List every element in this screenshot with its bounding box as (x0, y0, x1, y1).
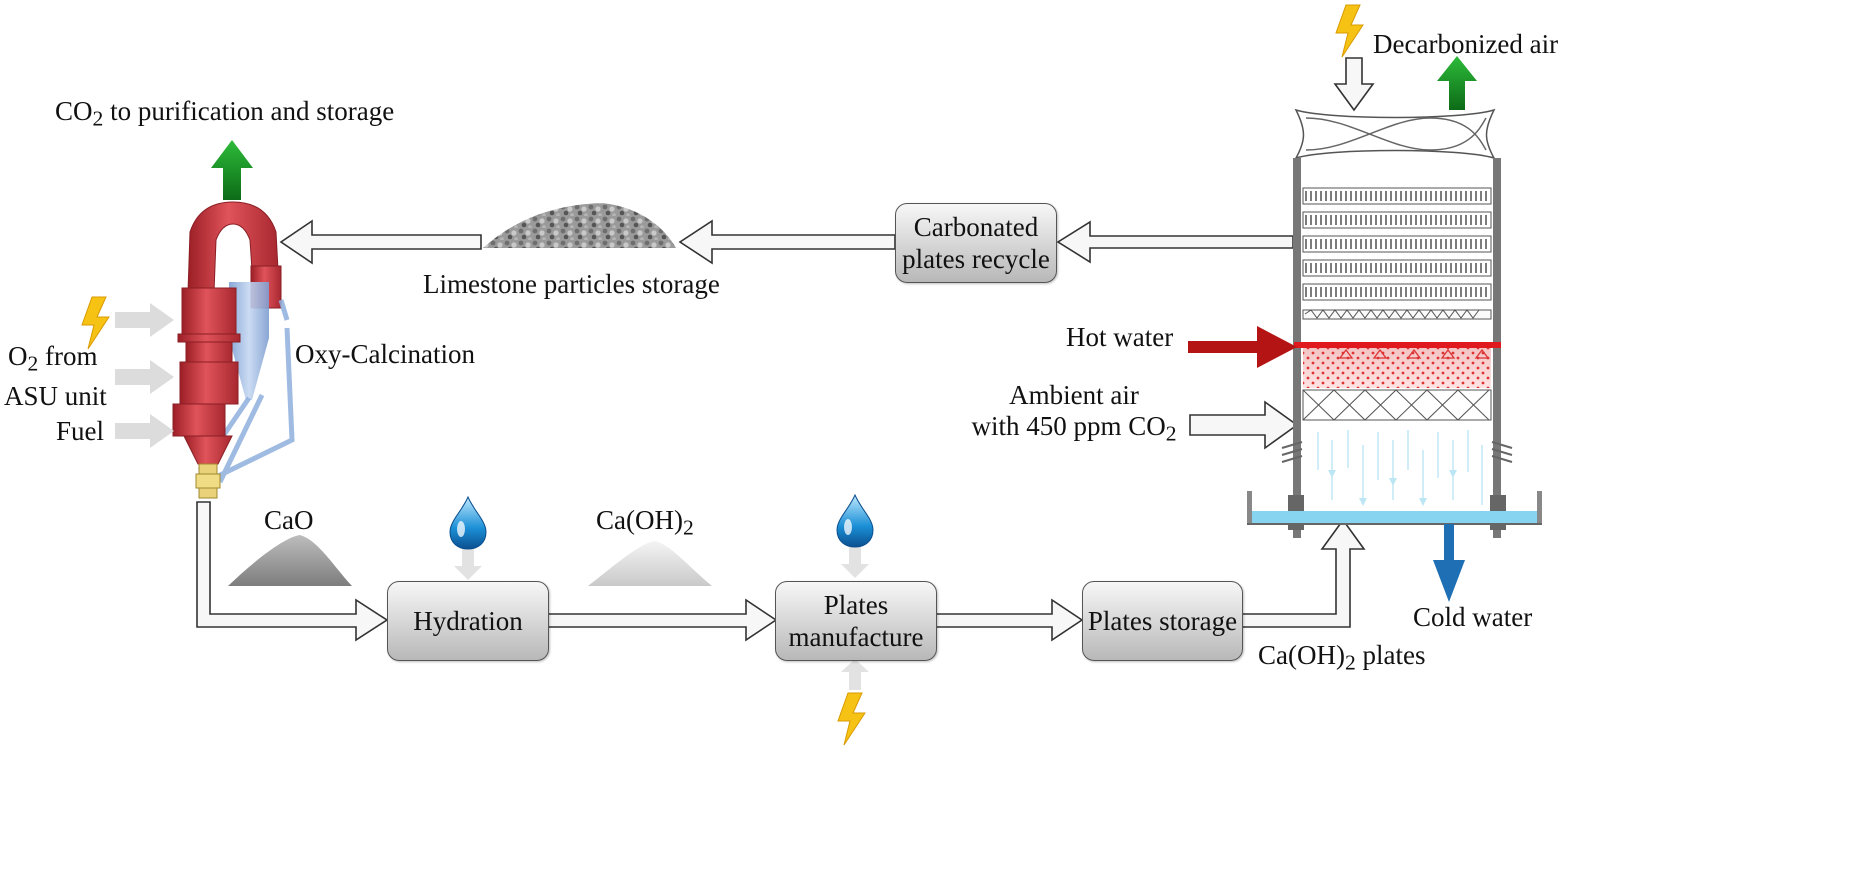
flow-arrow-recycle-to-limestone (678, 219, 896, 265)
co2-output-label: CO2 to purification and storage (55, 96, 395, 131)
flow-arrow-manufacture-to-storage (934, 598, 1084, 642)
lightning-bolt-icon (837, 692, 866, 746)
flow-arrow-limestone-to-calciner (279, 219, 482, 265)
hot-water-label: Hot water (1066, 322, 1174, 352)
fuel-label: Fuel (56, 416, 105, 446)
hydration-box: Hydration (387, 581, 549, 661)
flow-arrow-hydration-to-manufacture (547, 598, 778, 642)
calciner (115, 140, 295, 499)
limestone-storage-label: Limestone particles storage (423, 269, 720, 299)
decarbonized-air-label: Decarbonized air (1373, 29, 1559, 59)
limestone-pile (483, 203, 676, 248)
flow-arrow-storage-to-tower (1240, 518, 1366, 628)
cao-pile (228, 535, 352, 586)
blue-down-arrow-icon (1433, 524, 1465, 602)
oxy-calcination-label: Oxy-Calcination (295, 339, 475, 369)
cold-water-label: Cold water (1413, 602, 1533, 632)
caoh2-pile (588, 541, 712, 586)
red-arrow-icon (1188, 326, 1297, 368)
cao-label: CaO (264, 505, 314, 535)
caoh2-plates-label: Ca(OH)2 plates (1258, 640, 1426, 675)
flow-arrow-tower-to-recycle (1056, 220, 1294, 264)
o2-from-label: O2 from (8, 341, 98, 376)
asu-unit-label: ASU unit (4, 381, 107, 411)
flow-arrow-ambient-air (1189, 400, 1299, 450)
flow-arrow-air-in (1333, 57, 1375, 112)
lightning-bolt-icon (1335, 4, 1364, 58)
green-up-arrow-icon (1437, 56, 1477, 110)
water-drop-icon (449, 496, 487, 550)
water-drop-icon (836, 494, 874, 548)
ambient-air-label: Ambient air with 450 ppm CO2 (971, 380, 1177, 446)
plates-storage-box: Plates storage (1082, 581, 1243, 661)
air-contactor-tower (1247, 108, 1542, 538)
flow-arrow-calciner-to-hydration (196, 501, 389, 642)
caoh2-label: Ca(OH)2 (596, 505, 694, 540)
